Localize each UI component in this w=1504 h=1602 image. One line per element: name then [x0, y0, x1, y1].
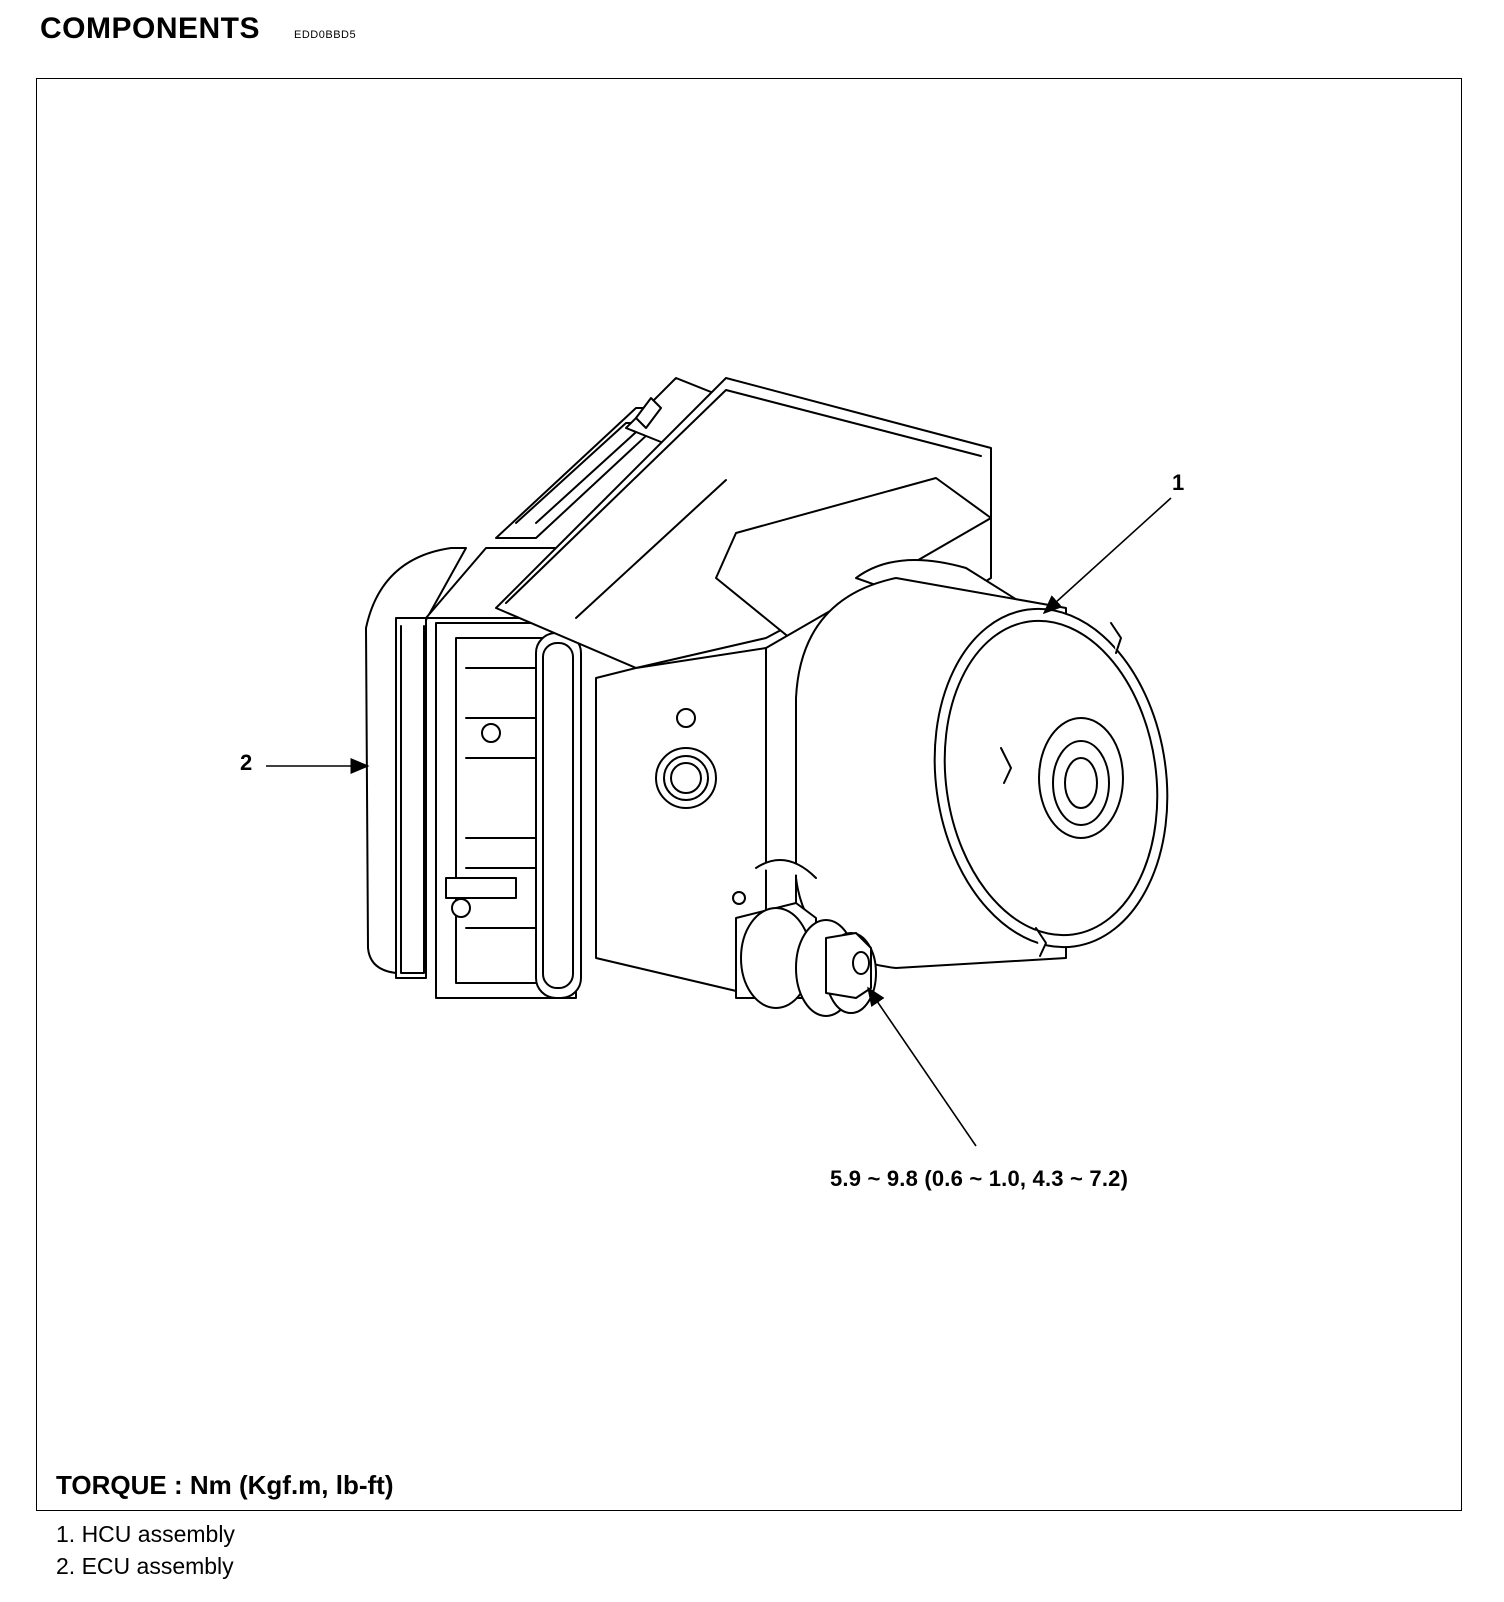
abs-unit-illustration	[266, 377, 1172, 1147]
callout-1-leader	[1042, 497, 1172, 615]
legend-item-ecu: 2. ECU assembly	[56, 1553, 234, 1579]
page-title: COMPONENTS	[40, 12, 261, 45]
legend-item-hcu: 1. HCU assembly	[56, 1521, 235, 1547]
motor	[755, 559, 1169, 969]
torque-spec-value: 5.9 ~ 9.8 (0.6 ~ 1.0, 4.3 ~ 7.2)	[830, 1166, 1129, 1191]
torque-unit-label: TORQUE : Nm (Kgf.m, lb-ft)	[56, 1470, 394, 1500]
plug-fitting	[735, 902, 877, 1017]
diagram-frame	[36, 78, 1462, 1511]
parts-legend: 1. HCU assembly 2. ECU assembly	[56, 1518, 235, 1582]
callout-1-label: 1	[1172, 470, 1185, 495]
page-heading: COMPONENTS EDD0BBD5	[40, 12, 356, 46]
ecu-connector	[435, 622, 582, 999]
callout-2-label: 2	[240, 750, 253, 775]
torque-leader	[867, 986, 977, 1147]
top-rails	[495, 377, 727, 539]
document-code: EDD0BBD5	[294, 29, 357, 41]
